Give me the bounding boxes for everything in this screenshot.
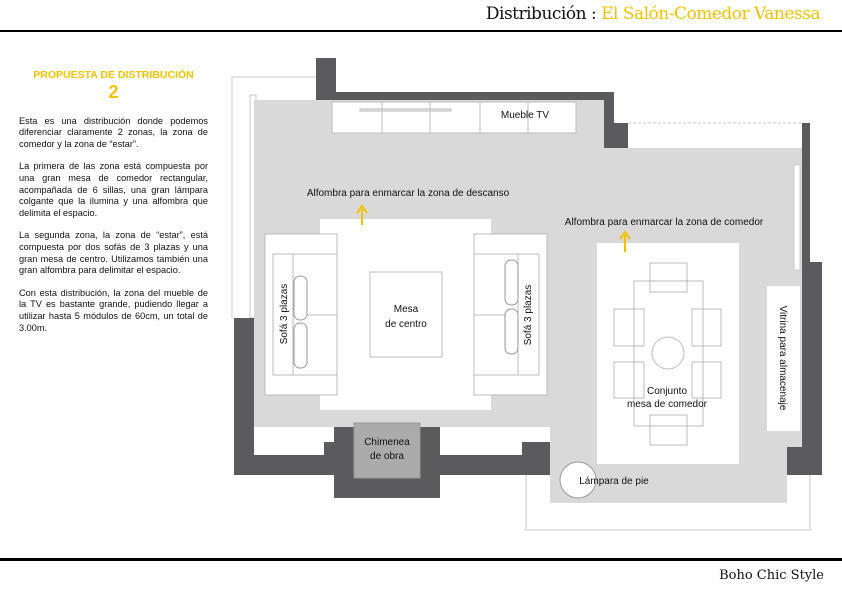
dining-label: Conjunto [647,386,687,397]
dining-label: mesa de comedor [627,399,708,410]
dining-rug-label: Alfombra para enmarcar la zona de comedo… [565,217,764,228]
fireplace [353,422,421,479]
footer-divider [0,558,842,561]
floor-lamp [559,461,597,499]
footer-brand: Boho Chic Style [719,568,824,583]
display-cabinet [767,286,800,431]
chair [649,414,688,446]
coffee-table [369,271,443,358]
fireplace-label: Chimenea [364,437,410,448]
chair [691,308,722,347]
window [793,164,801,271]
sofa-right-label: Sofá 3 plazas [523,285,534,346]
header-divider [0,30,842,32]
paragraph: La segunda zona, la zona de “estar”, est… [19,230,208,276]
chair [649,262,688,293]
sofa-left [264,233,338,396]
chair [613,361,645,399]
display-cabinet-label: Vitrina para almacenaje [777,306,788,411]
coffee-table-label: de centro [385,319,427,330]
sofa-left-label: Sofá 3 plazas [279,284,290,345]
chair [691,361,722,399]
coffee-table-label: Mesa [394,304,419,315]
paragraph: Esta es una distribución donde podemos d… [19,115,208,149]
proposal-heading: PROPUESTA DE DISTRIBUCIÓN [33,69,194,81]
chair [613,308,645,347]
description-panel: PROPUESTA DE DISTRIBUCIÓN 2 Esta es una … [19,69,208,345]
page-title: Distribución : El Salón-Comedor Vanessa [485,4,821,24]
paragraph: Con esta distribución, la zona del muebl… [19,287,208,333]
living-rug-label: Alfombra para enmarcar la zona de descan… [307,188,510,199]
arrow-up-icon [619,230,631,252]
dining-table [633,280,704,427]
fireplace-label: de obra [370,451,404,462]
tv-unit-label: Mueble TV [501,110,550,121]
sofa-right [473,233,548,396]
tv-unit [331,101,577,134]
paragraph: La primera de las zona está compuesta po… [19,161,208,218]
floor-lamp-label: Lámpara de pie [579,476,649,487]
dining-set [613,262,722,446]
proposal-number: 2 [108,81,119,102]
pendant-lamp [651,336,685,370]
arrow-up-icon [356,204,368,225]
